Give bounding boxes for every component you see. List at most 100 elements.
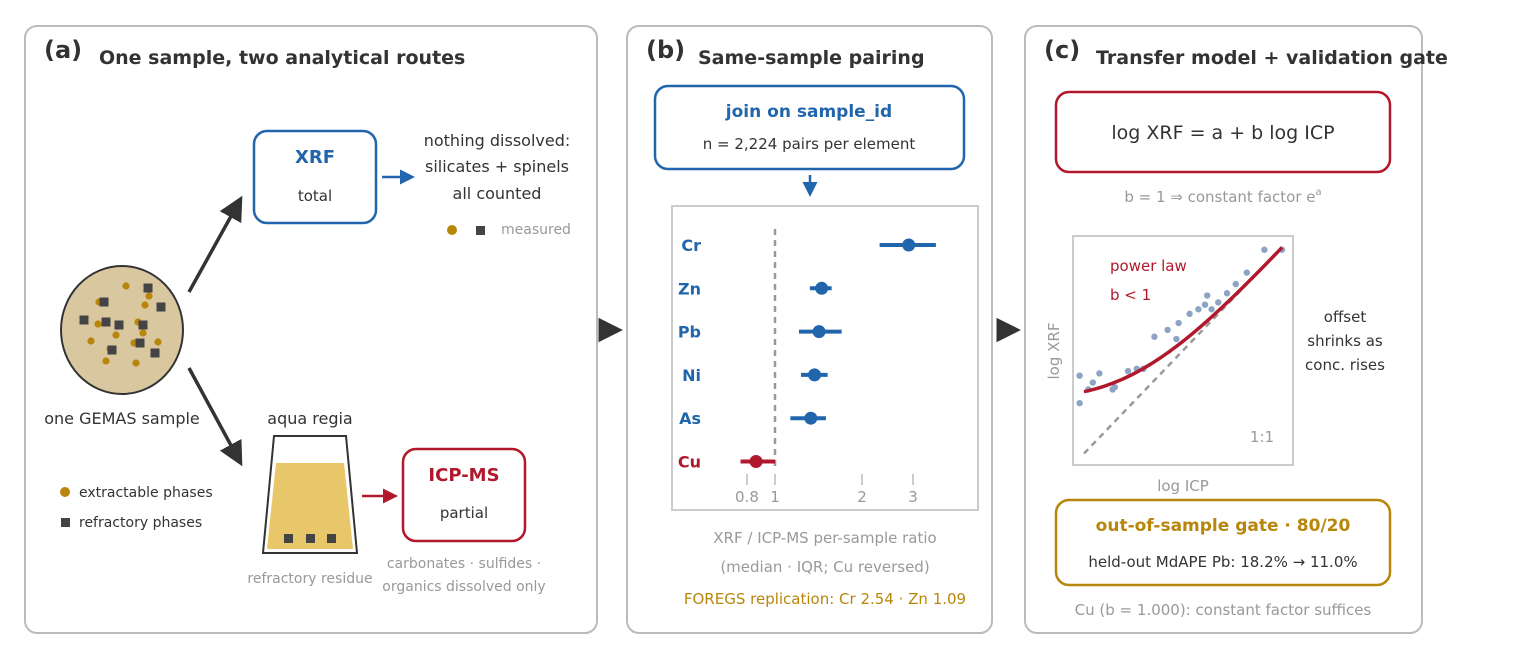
transfer-scatter-point <box>1164 326 1171 334</box>
refractory-grain <box>143 283 153 293</box>
residue-square <box>327 534 336 543</box>
extractable-grain <box>122 282 130 290</box>
median-point-ni <box>808 368 822 382</box>
transfer-scatter-point <box>1111 383 1119 391</box>
transfer-plot <box>1076 246 1286 455</box>
transfer-scatter-point <box>1261 246 1268 253</box>
transfer-scatter-point <box>1173 335 1180 343</box>
icp-note-line-1: carbonates · sulfides · <box>387 556 541 572</box>
median-point-cu <box>749 455 763 468</box>
xrf-box <box>252 129 378 225</box>
transfer-scatter-point <box>1124 367 1132 375</box>
refractory-grain <box>114 320 124 330</box>
transfer-scatter-point <box>1076 372 1083 379</box>
transfer-plot-ylabel: log XRF <box>1045 323 1063 380</box>
transfer-scatter-point <box>1215 299 1222 306</box>
arrow-to-aqua-regia <box>187 367 243 467</box>
transfer-scatter-point <box>1151 333 1158 340</box>
transfer-scatter-point <box>1223 290 1231 297</box>
panel-c: (c) Transfer model + validation gate log… <box>1024 25 1448 634</box>
icp-ms-box-title: ICP-MS <box>428 465 499 486</box>
transfer-scatter-point <box>1195 306 1202 313</box>
formula-box <box>1054 90 1392 174</box>
refractory-grain <box>99 297 109 307</box>
refractory-grain <box>135 338 145 348</box>
element-label-cu: Cu <box>678 453 701 472</box>
transfer-scatter-point <box>1232 280 1240 288</box>
legend-refractory-square-icon <box>61 518 70 527</box>
xrf-note-line-1: nothing dissolved: <box>424 131 571 150</box>
ratio-caption-line-1: XRF / ICP-MS per-sample ratio <box>713 529 936 547</box>
join-box-sub: n = 2,224 pairs per element <box>703 135 916 153</box>
extractable-grain <box>112 331 120 339</box>
power-law-fit-curve <box>1083 246 1284 394</box>
gemas-sample-disc <box>60 265 184 395</box>
extractable-grain <box>154 338 162 346</box>
refractory-grain <box>150 348 160 358</box>
panel-b-letter: (b) <box>646 36 685 64</box>
transfer-scatter-point <box>1204 292 1211 299</box>
icp-note-line-2: organics dissolved only <box>382 579 545 595</box>
transfer-scatter-point <box>1076 399 1083 407</box>
foregs-replication-note: FOREGS replication: Cr 2.54 · Zn 1.09 <box>684 590 966 608</box>
panel-c-title: Transfer model + validation gate <box>1096 47 1448 69</box>
validation-gate-title: out-of-sample gate · 80/20 <box>1096 516 1351 536</box>
measured-refractory-square-icon <box>476 226 485 235</box>
transfer-plot-xlabel: log ICP <box>1157 477 1209 495</box>
validation-gate-box <box>1054 498 1392 587</box>
legend-refractory-label: refractory phases <box>79 515 202 531</box>
ratio-plot-frame <box>671 205 979 511</box>
xrf-box-title: XRF <box>295 147 335 168</box>
aqua-regia-label: aqua regia <box>267 409 352 428</box>
panel-a-title: One sample, two analytical routes <box>99 47 465 69</box>
extractable-grain <box>94 320 102 328</box>
residue-square <box>306 534 315 543</box>
xrf-note-line-2: silicates + spinels <box>425 157 569 176</box>
beaker-icon <box>261 435 359 554</box>
b-equals-one-note: b = 1 ⇒ constant factor ea <box>1124 187 1321 206</box>
extractable-grain <box>102 357 110 365</box>
transfer-formula: log XRF = a + b log ICP <box>1111 122 1334 144</box>
x-tick-label: 2 <box>857 488 867 506</box>
xrf-box-sub: total <box>298 187 332 205</box>
residue-square <box>284 534 293 543</box>
one-to-one-label: 1:1 <box>1250 428 1274 446</box>
x-tick-label: 1 <box>770 488 780 506</box>
xrf-note-line-3: all counted <box>453 184 542 203</box>
validation-gate-result: held-out MdAPE Pb: 18.2% → 11.0% <box>1088 553 1357 571</box>
join-box-title: join on sample_id <box>725 102 892 122</box>
panel-c-letter: (c) <box>1044 36 1080 64</box>
refractory-grain <box>79 315 89 325</box>
refractory-grain <box>138 320 148 330</box>
aqua-regia-liquid <box>267 463 353 549</box>
median-point-cr <box>902 238 916 252</box>
median-point-as <box>804 411 818 425</box>
measured-extractable-dot-icon <box>447 225 457 235</box>
cu-constant-factor-note: Cu (b = 1.000): constant factor suffices <box>1075 601 1372 619</box>
residue-label: refractory residue <box>247 571 372 587</box>
icp-ms-box <box>401 447 527 543</box>
sample-grains <box>79 282 166 367</box>
refractory-grain <box>107 345 117 355</box>
median-point-pb <box>812 325 826 339</box>
extractable-grain <box>132 359 140 367</box>
one-to-one-line <box>1083 280 1250 455</box>
element-label-ni: Ni <box>682 366 701 385</box>
ratio-caption-line-2: (median · IQR; Cu reversed) <box>720 558 929 576</box>
icp-ms-box-sub: partial <box>440 504 488 522</box>
median-point-zn <box>815 281 829 295</box>
join-box <box>653 84 966 171</box>
transfer-scatter-point <box>1208 306 1215 313</box>
measured-label: measured <box>501 222 571 238</box>
x-tick-label: 3 <box>908 488 918 506</box>
b-less-than-one-label: b < 1 <box>1110 286 1151 304</box>
transfer-scatter-point <box>1089 379 1097 386</box>
panel-a-letter: (a) <box>44 36 82 64</box>
b-note-main: b = 1 ⇒ constant factor e <box>1124 188 1315 206</box>
extractable-grain <box>145 292 153 300</box>
legend-extractable-label: extractable phases <box>79 485 213 501</box>
extractable-grain <box>139 329 147 337</box>
element-label-as: As <box>679 409 701 428</box>
b-note-superscript: a <box>1316 187 1322 198</box>
x-tick-label: 0.8 <box>735 488 759 506</box>
